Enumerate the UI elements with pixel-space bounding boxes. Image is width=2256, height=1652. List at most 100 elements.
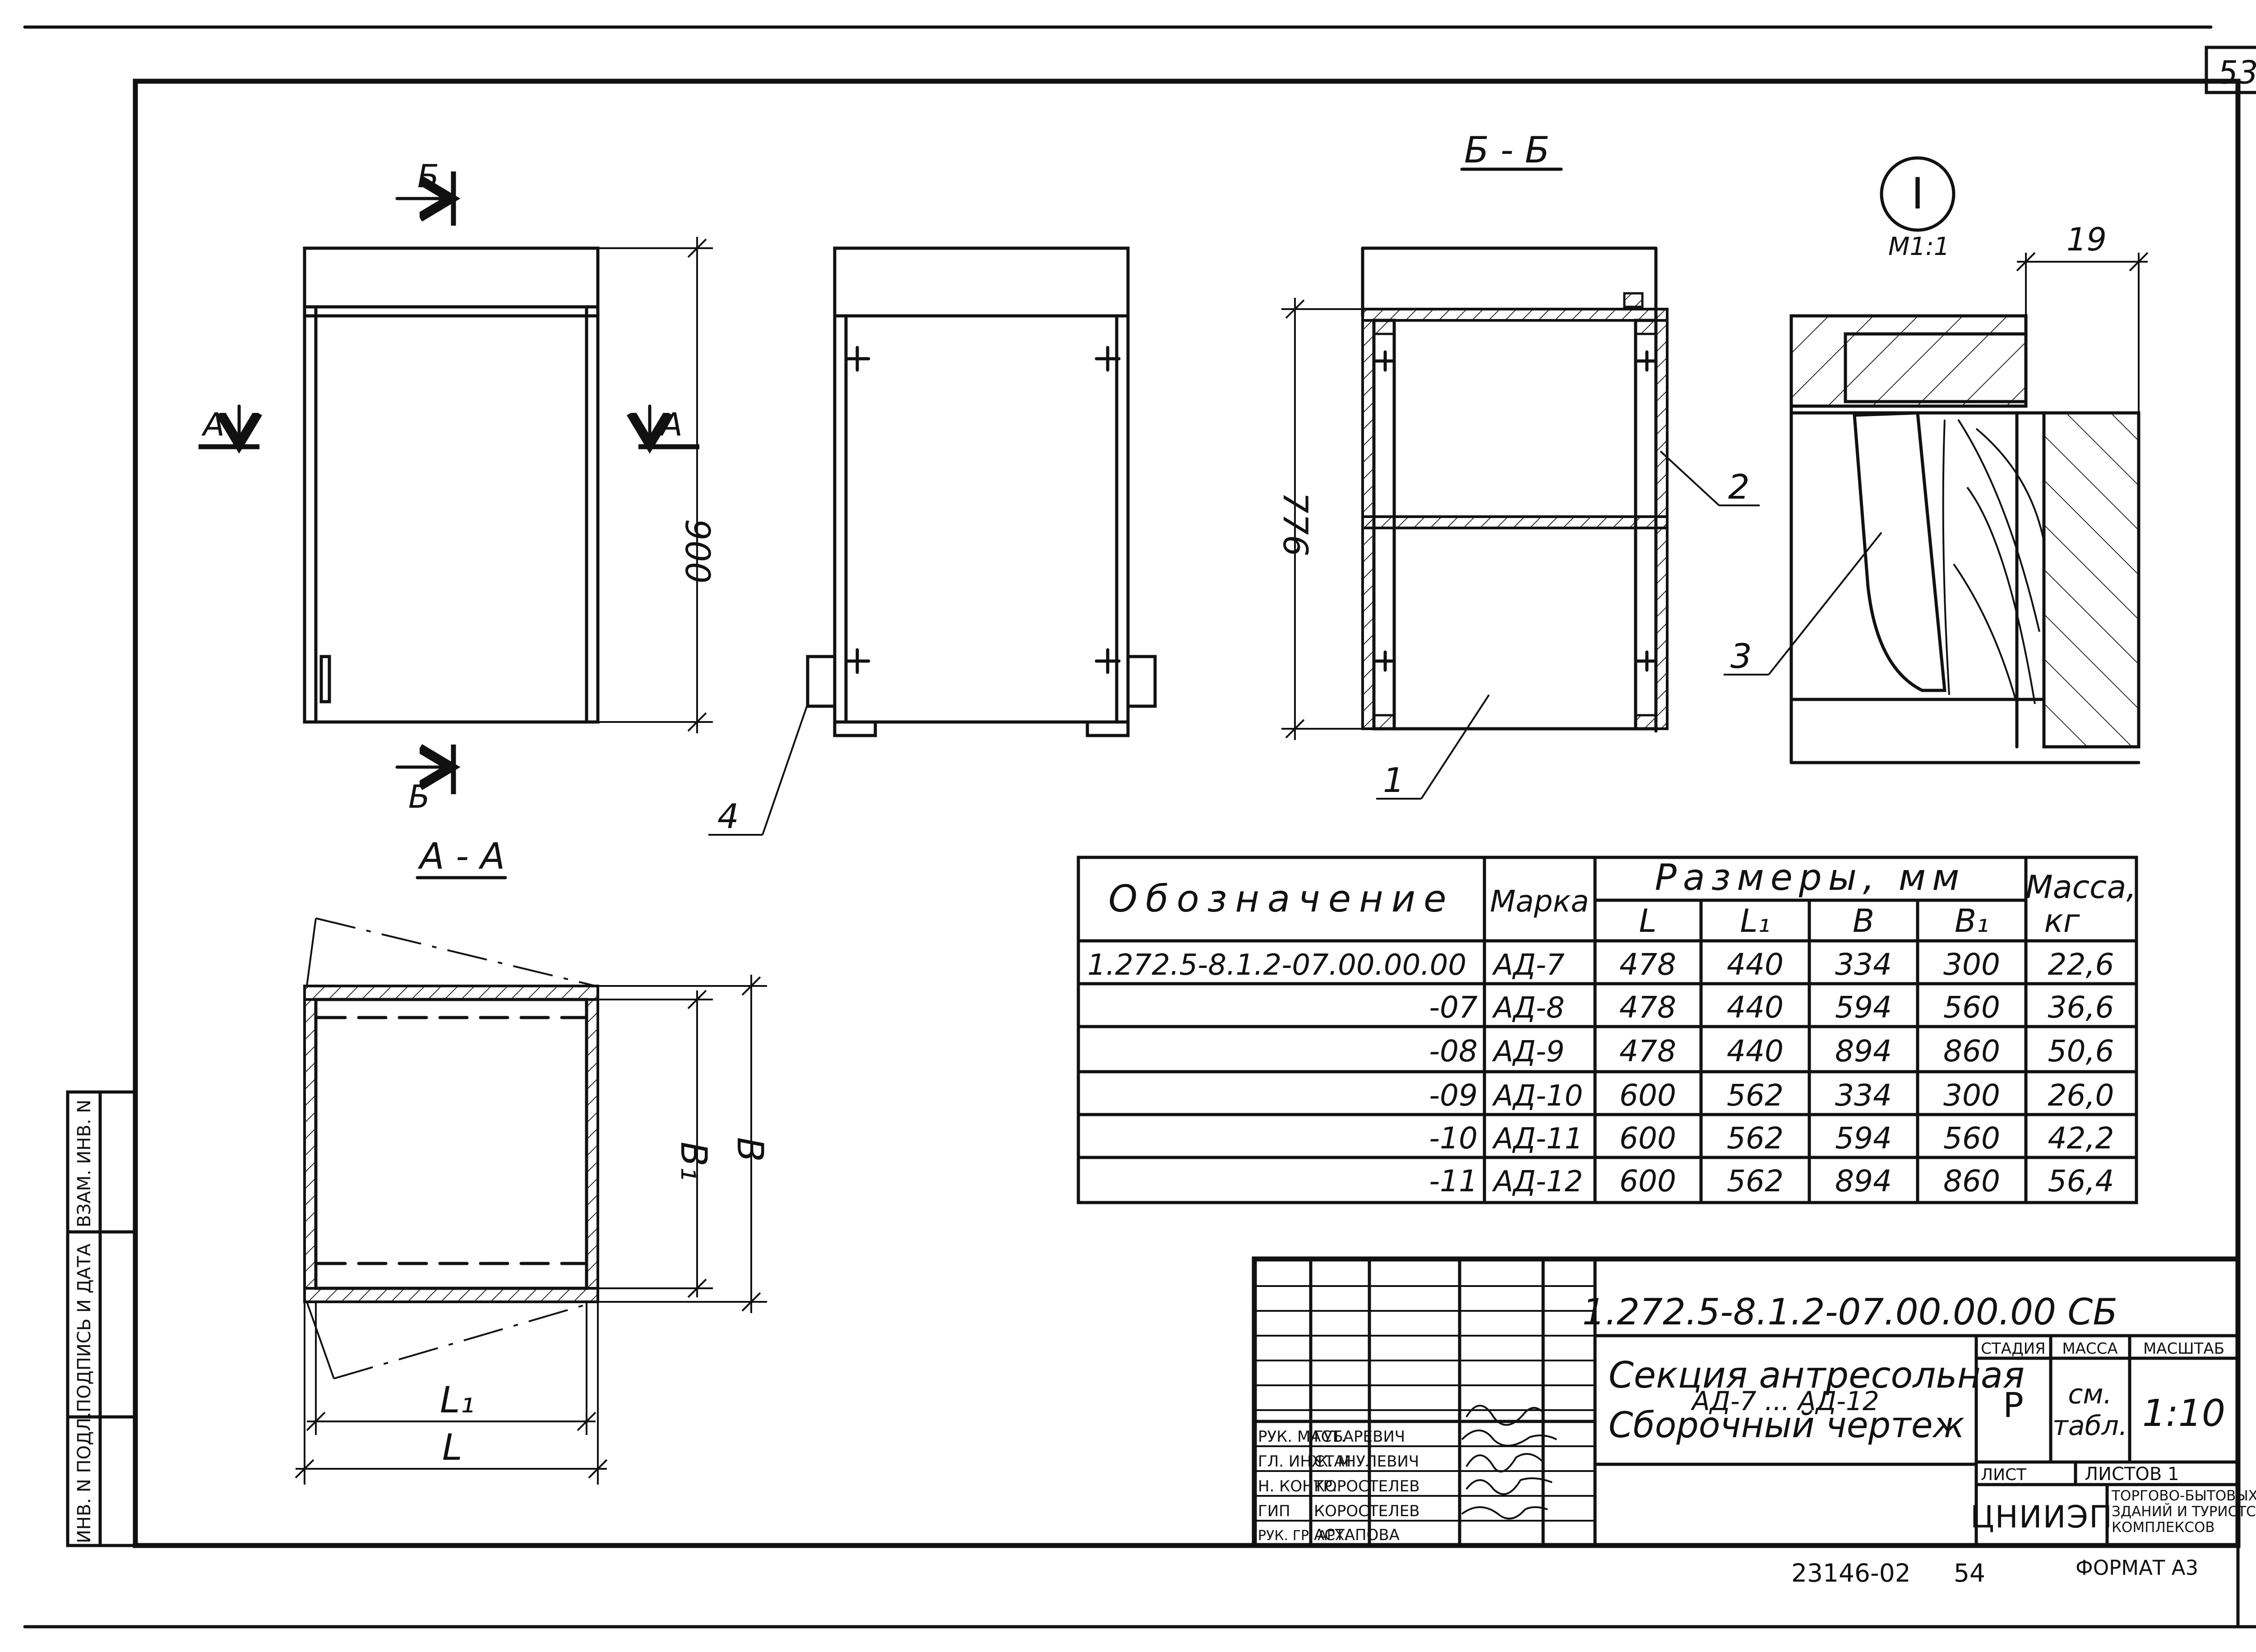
callout-2: 2: [1728, 467, 1750, 507]
signature-name: КОРОСТЕЛЕВ: [1314, 1477, 1420, 1495]
row-l: 478: [1619, 1034, 1676, 1069]
cut-label-b-bottom: Б: [408, 778, 430, 815]
signature-role: РУК. ГР. АРХ.: [1258, 1528, 1349, 1544]
row-b1: 300: [1943, 1078, 2000, 1113]
detail-mark: I: [1911, 169, 1924, 219]
scale-header: МАСШТАБ: [2143, 1340, 2224, 1358]
row-mark: АД-12: [1492, 1165, 1583, 1199]
detail-view-i: [1724, 156, 2149, 764]
dimension-19: 19: [2066, 221, 2107, 258]
row-l1: 440: [1727, 947, 1784, 982]
section-aa-title: А - А: [417, 835, 505, 877]
side-stamp-sign-date: ПОДПИСЬ И ДАТА: [74, 1243, 95, 1412]
detail-scale: М1:1: [1888, 232, 1950, 261]
row-b: 334: [1835, 947, 1892, 982]
row-mark: АД-8: [1492, 991, 1565, 1025]
drawing-title-line1: Секция антресольная: [1609, 1354, 2025, 1396]
row-mass: 50,6: [2048, 1034, 2114, 1069]
table-row: 1.272.5-8.1.2-07.00.00.00 АД-7 478 440 3…: [1087, 947, 2114, 982]
sheets-label: ЛИСТОВ 1: [2085, 1464, 2179, 1485]
row-l: 478: [1619, 947, 1676, 982]
spec-col-l1: L₁: [1740, 902, 1770, 939]
side-stamp: [66, 1090, 137, 1547]
signature-role: ГИП: [1258, 1502, 1290, 1520]
side-stamp-inv-orig: ИНВ. N ПОДЛ.: [74, 1412, 95, 1543]
signature-name: КОРОСТЕЛЕВ: [1314, 1502, 1420, 1520]
spec-col-l: L: [1639, 902, 1657, 939]
side-stamp-replace-inv: ВЗАМ. ИНВ. N: [74, 1100, 95, 1227]
row-l1: 562: [1727, 1078, 1784, 1113]
row-b: 894: [1835, 1034, 1892, 1069]
callout-3: 3: [1730, 636, 1752, 676]
row-b: 594: [1835, 1121, 1892, 1156]
row-l1: 440: [1727, 990, 1784, 1025]
row-mass: 22,6: [2048, 947, 2114, 982]
signature-name: СТАНУЛЕВИЧ: [1314, 1453, 1419, 1471]
title-block: [1252, 1256, 2241, 1548]
section-bb-view: [1281, 167, 1760, 800]
row-l: 600: [1619, 1121, 1676, 1156]
spec-header-designation: Обозначение: [1109, 878, 1455, 921]
spec-header-mass-2: кг: [2044, 902, 2080, 939]
row-l: 478: [1619, 990, 1676, 1025]
org-line1: ТОРГОВО-БЫТОВЫХ: [2111, 1488, 2256, 1504]
row-b1: 560: [1943, 990, 2000, 1025]
row-mark: АД-11: [1492, 1122, 1583, 1156]
spec-header-sizes: Размеры, мм: [1655, 856, 1966, 898]
cut-label-a-left: А: [201, 406, 225, 443]
row-mass: 36,6: [2048, 990, 2114, 1025]
signature-role: РУК. МАСТ.: [1258, 1428, 1346, 1446]
table-row: -07 АД-8 478 440 594 560 36,6: [1429, 990, 2114, 1025]
signature-name: ГУБАРЕВИЧ: [1314, 1428, 1405, 1446]
row-l: 600: [1619, 1164, 1676, 1199]
stage-value: Р: [2003, 1385, 2024, 1425]
mass-value-2: табл.: [2053, 1410, 2127, 1442]
table-row: -08 АД-9 478 440 894 860 50,6: [1429, 1034, 2114, 1069]
sheet-number: 53: [2218, 54, 2256, 91]
spec-col-b1: B₁: [1955, 902, 1989, 939]
signature-role: ГЛ. ИНЖ. М.: [1258, 1453, 1356, 1471]
sheet-label: ЛИСТ: [1981, 1466, 2027, 1484]
mass-value-1: см.: [2068, 1379, 2112, 1410]
section-aa-view: [295, 876, 767, 1485]
row-mass: 26,0: [2048, 1078, 2114, 1113]
table-row: -11 АД-12 600 562 894 860 56,4: [1429, 1164, 2114, 1199]
cut-label-a-right: А: [659, 406, 683, 443]
row-b1: 300: [1943, 947, 2000, 982]
callout-1: 1: [1383, 760, 1405, 800]
callout-4: 4: [717, 796, 739, 836]
spec-table-rows: 1.272.5-8.1.2-07.00.00.00 АД-7 478 440 3…: [1087, 947, 2114, 1199]
row-l1: 562: [1727, 1164, 1784, 1199]
row-designation: -08: [1429, 1034, 1478, 1069]
org-line3: КОМПЛЕКСОВ: [2112, 1519, 2215, 1536]
row-designation: -11: [1429, 1164, 1478, 1199]
mass-header: МАССА: [2062, 1340, 2117, 1358]
row-b: 334: [1835, 1078, 1892, 1113]
drawing-code: 1.272.5-8.1.2-07.00.00.00 СБ: [1582, 1291, 2117, 1333]
org-line2: ЗДАНИЙ И ТУРИСТСКИХ: [2112, 1504, 2256, 1520]
row-designation: -09: [1429, 1078, 1478, 1113]
cut-label-b-top: Б: [417, 158, 439, 195]
dimension-776: 776: [1276, 492, 1315, 556]
drawing-title-line2: АД-7 ... АД-12: [1690, 1386, 1879, 1416]
dimension-l1: L₁: [440, 1379, 475, 1421]
row-mark: АД-9: [1492, 1035, 1565, 1069]
row-b1: 860: [1943, 1164, 2000, 1199]
row-l: 600: [1619, 1078, 1676, 1113]
row-l1: 562: [1727, 1121, 1784, 1156]
dimension-b1: B₁: [673, 1142, 715, 1181]
table-row: -09 АД-10 600 562 334 300 26,0: [1429, 1078, 2114, 1113]
signature-name: АСТАПОВА: [1314, 1526, 1400, 1544]
row-mark: АД-10: [1492, 1079, 1583, 1113]
signature-role: Н. КОНТР.: [1258, 1477, 1337, 1495]
dimension-b: B: [729, 1137, 771, 1162]
row-b: 594: [1835, 990, 1892, 1025]
inventory-number: 23146-02: [1791, 1559, 1911, 1587]
front-view: [199, 171, 713, 794]
row-b1: 560: [1943, 1121, 2000, 1156]
page-number-bottom: 54: [1954, 1559, 1985, 1587]
back-view: [708, 246, 1157, 836]
format-label: ФОРМАТ А3: [2076, 1556, 2198, 1580]
scale-value: 1:10: [2142, 1392, 2225, 1435]
